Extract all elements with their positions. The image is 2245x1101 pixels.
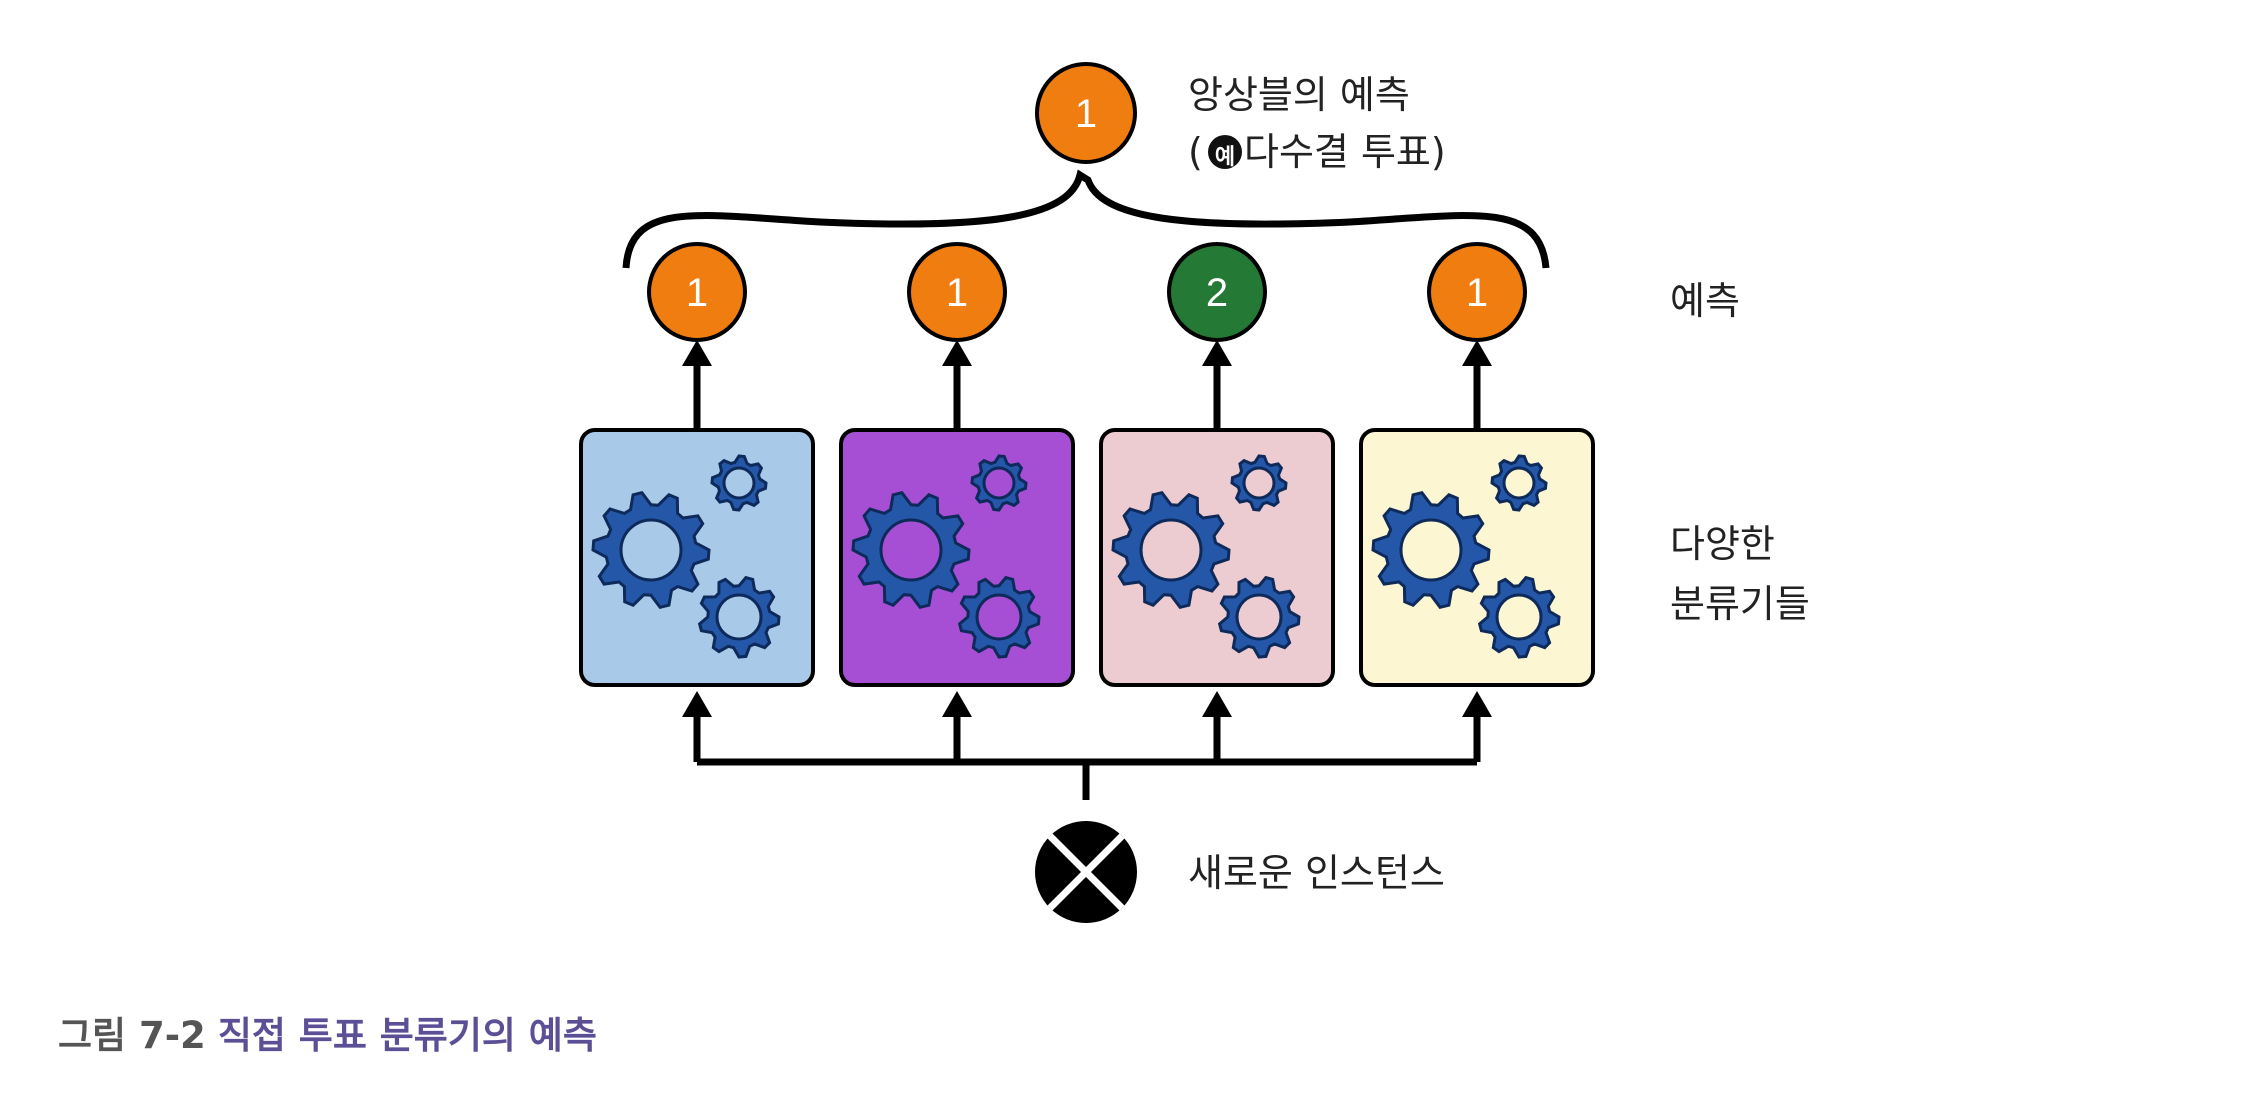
gear-medium-icon bbox=[1477, 575, 1561, 659]
gear-small-icon bbox=[970, 454, 1028, 512]
ensemble-prediction-circle: 1 bbox=[1035, 62, 1137, 164]
example-badge: 예 bbox=[1208, 135, 1242, 170]
output-arrow-3 bbox=[1202, 340, 1232, 428]
input-arrow-4 bbox=[1462, 691, 1492, 762]
example-badge-text: 예 bbox=[1215, 145, 1235, 170]
prediction-circle-2: 1 bbox=[907, 242, 1007, 342]
ensemble-prediction-value: 1 bbox=[1075, 92, 1097, 136]
gear-large-icon bbox=[851, 491, 971, 609]
input-connector bbox=[697, 758, 1477, 800]
gear-small-icon bbox=[1490, 454, 1548, 512]
figure-title: 직접 투표 분류기의 예측 bbox=[217, 1014, 597, 1057]
output-arrow-1 bbox=[682, 340, 712, 428]
ensemble-label-line2-rest: 다수결 투표) bbox=[1244, 130, 1446, 174]
prediction-circle-4: 1 bbox=[1427, 242, 1527, 342]
new-instance-label: 새로운 인스턴스 bbox=[1188, 851, 1445, 895]
gear-large-icon bbox=[591, 491, 711, 609]
classifier-box-2 bbox=[839, 428, 1075, 687]
gear-small-icon bbox=[710, 454, 768, 512]
classifier-column-4: 1 bbox=[1359, 242, 1595, 762]
predictions-row-label: 예측 bbox=[1670, 279, 1740, 323]
classifier-box-1 bbox=[579, 428, 815, 687]
classifier-column-1: 1 bbox=[579, 242, 815, 762]
gear-medium-icon bbox=[697, 575, 781, 659]
prediction-value-4: 1 bbox=[1466, 271, 1488, 315]
prediction-value-1: 1 bbox=[686, 271, 708, 315]
prediction-circle-3: 2 bbox=[1167, 242, 1267, 342]
gear-large-icon bbox=[1371, 491, 1491, 609]
input-arrow-1 bbox=[682, 691, 712, 762]
gear-large-icon bbox=[1111, 491, 1231, 609]
figure-number: 그림 7-2 bbox=[58, 1014, 206, 1057]
classifiers-label-line1: 다양한 bbox=[1670, 522, 1775, 566]
classifier-box-3 bbox=[1099, 428, 1335, 687]
figure-caption: 그림 7-2 직접 투표 분류기의 예측 bbox=[58, 1005, 597, 1059]
gear-medium-icon bbox=[1217, 575, 1301, 659]
input-arrow-3 bbox=[1202, 691, 1232, 762]
prediction-value-2: 1 bbox=[946, 271, 968, 315]
gear-small-icon bbox=[1230, 454, 1288, 512]
classifiers-label-line2: 분류기들 bbox=[1670, 582, 1810, 626]
gear-medium-icon bbox=[957, 575, 1041, 659]
ensemble-label-line1: 앙상블의 예측 bbox=[1188, 73, 1410, 117]
output-arrow-2 bbox=[942, 340, 972, 428]
prediction-circle-1: 1 bbox=[647, 242, 747, 342]
grouping-brace bbox=[622, 169, 1550, 269]
ensemble-label-line2-open: ( bbox=[1188, 130, 1203, 174]
output-arrow-4 bbox=[1462, 340, 1492, 428]
new-instance-circle bbox=[1035, 821, 1137, 923]
classifier-column-2: 1 bbox=[839, 242, 1075, 762]
prediction-value-3: 2 bbox=[1206, 271, 1228, 315]
classifier-box-4 bbox=[1359, 428, 1595, 687]
classifier-column-3: 2 bbox=[1099, 242, 1335, 762]
input-arrow-2 bbox=[942, 691, 972, 762]
